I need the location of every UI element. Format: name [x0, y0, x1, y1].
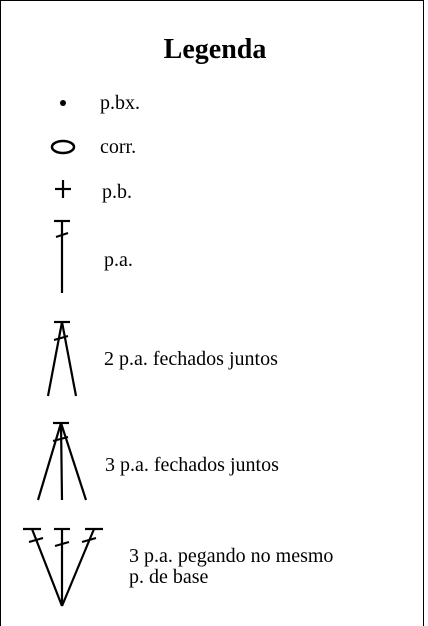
double-crochet-icon — [54, 219, 70, 293]
dc3-same-base-icon — [23, 527, 103, 607]
legend-title: Legenda — [163, 34, 267, 65]
legend-label-dc3-same-base: 3 p.a. pegando no mesmo p. de base — [129, 546, 333, 588]
legend-label-slip-stitch: p.bx. — [100, 92, 140, 114]
single-crochet-plus-icon — [55, 180, 71, 198]
legend-label-dc2tog: 2 p.a. fechados juntos — [104, 348, 278, 370]
legend-label-double-crochet: p.a. — [104, 249, 133, 271]
dc2tog-icon — [46, 320, 78, 397]
dc3tog-icon — [36, 421, 88, 501]
chain-oval-icon — [50, 139, 76, 155]
legend-label-dc3tog: 3 p.a. fechados juntos — [105, 454, 279, 476]
legend-label-single-crochet: p.b. — [102, 181, 132, 203]
legend-label-dc3-same-base-line1: 3 p.a. pegando no mesmo — [129, 545, 334, 567]
slip-stitch-dot-icon — [60, 100, 66, 106]
legend-label-chain: corr. — [100, 136, 137, 158]
legend-label-dc3-same-base-line2: p. de base — [129, 566, 209, 588]
